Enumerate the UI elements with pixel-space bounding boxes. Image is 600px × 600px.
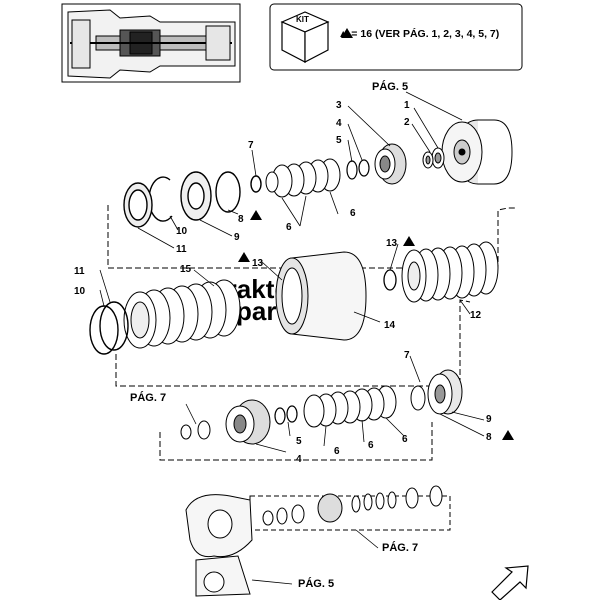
callout-6a: 6 (286, 222, 292, 233)
plate-stack-top (265, 158, 341, 198)
direction-arrow-icon (491, 565, 529, 600)
plate-stack-15 (123, 279, 241, 349)
snap-rings-mid (89, 301, 129, 355)
ref-top[interactable]: PÁG. 5 (372, 80, 408, 93)
kit-legend: KIT ▲ = 16 (VER PÁG. 1, 2, 3, 4, 5, 7) (269, 3, 523, 71)
kit-note: ▲ = 16 (VER PÁG. 1, 2, 3, 4, 5, 7) (338, 27, 499, 40)
callout-6b: 6 (350, 208, 356, 219)
callout-5: 5 (336, 135, 342, 146)
callout-10: 10 (176, 226, 188, 237)
bearing-set (422, 147, 445, 169)
callout-10b: 10 (74, 286, 86, 297)
callout-8b: 8 (486, 432, 492, 443)
callout-2: 2 (404, 117, 410, 128)
bottom-shaft (185, 485, 451, 597)
callout-14: 14 (384, 320, 396, 331)
snap-rings-top (123, 171, 262, 228)
callout-9: 9 (234, 232, 240, 243)
transmission-thumbnail (61, 3, 241, 83)
small-rings-top (346, 159, 370, 180)
kit-box-icon (280, 11, 330, 63)
callout-4: 4 (336, 118, 342, 129)
callout-8: 8 (238, 214, 244, 225)
plate-stack-12 (401, 241, 499, 303)
clutch-drum (441, 119, 513, 185)
drum-sleeve-14 (275, 251, 367, 341)
callout-13b: 13 (252, 258, 264, 269)
callout-13a: 13 (386, 238, 398, 249)
callout-5b: 5 (296, 436, 302, 447)
callout-1: 1 (404, 100, 410, 111)
leader-lines (99, 91, 485, 585)
ref-low[interactable]: PÁG. 7 (382, 541, 418, 554)
kit-box-label: KIT (296, 15, 309, 24)
kit-triangles (238, 28, 514, 440)
callout-4b: 4 (296, 454, 302, 465)
gear-lower (180, 399, 271, 445)
callout-7b: 7 (404, 350, 410, 361)
callout-6c: 6 (334, 446, 340, 457)
callout-6e: 6 (402, 434, 408, 445)
callout-11b: 11 (74, 266, 85, 277)
callout-12: 12 (470, 310, 482, 321)
small-rings-lower (274, 405, 298, 425)
callout-3: 3 (336, 100, 342, 111)
callout-15: 15 (180, 264, 192, 275)
gear-hub (374, 143, 407, 185)
callout-7: 7 (248, 140, 254, 151)
ref-bottom[interactable]: PÁG. 5 (298, 577, 334, 590)
callout-9b: 9 (486, 414, 492, 425)
callout-11: 11 (176, 244, 187, 255)
plate-stack-lower (303, 385, 397, 428)
lower-drum (410, 369, 463, 415)
callout-6d: 6 (368, 440, 374, 451)
ref-mid[interactable]: PÁG. 7 (130, 391, 166, 404)
